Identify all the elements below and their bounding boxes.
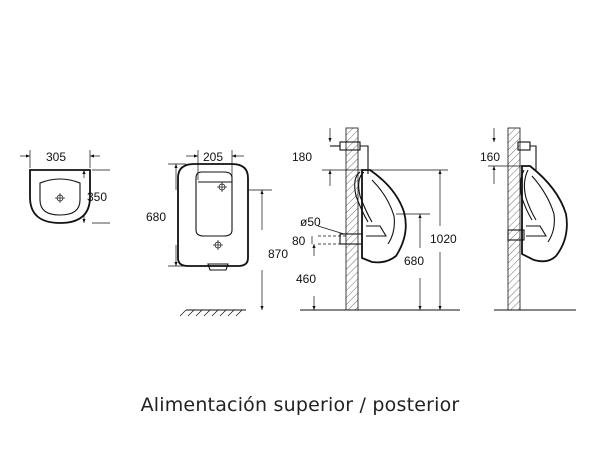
front-view [168, 150, 272, 317]
dim-front-width: 205 [203, 150, 223, 164]
dim-side-outlet-diameter: ø50 [300, 215, 321, 229]
dim-side-outlet-offset: 80 [292, 234, 306, 248]
dim-rear-top-inlet: 160 [480, 150, 500, 164]
dim-side-outlet-height: 460 [296, 272, 316, 286]
rear-feed-view [488, 127, 576, 311]
side-view [300, 127, 460, 311]
dim-top-depth: 350 [87, 190, 107, 204]
top-view [20, 150, 110, 224]
dim-front-mount-height: 870 [268, 247, 288, 261]
caption: Alimentación superior / posterior [140, 394, 460, 416]
dim-side-rim-height: 680 [404, 254, 424, 268]
dim-front-height: 680 [146, 210, 166, 224]
dim-side-total-height: 1020 [430, 232, 457, 246]
dim-side-top-inlet: 180 [292, 150, 312, 164]
dim-top-width: 305 [46, 150, 66, 164]
